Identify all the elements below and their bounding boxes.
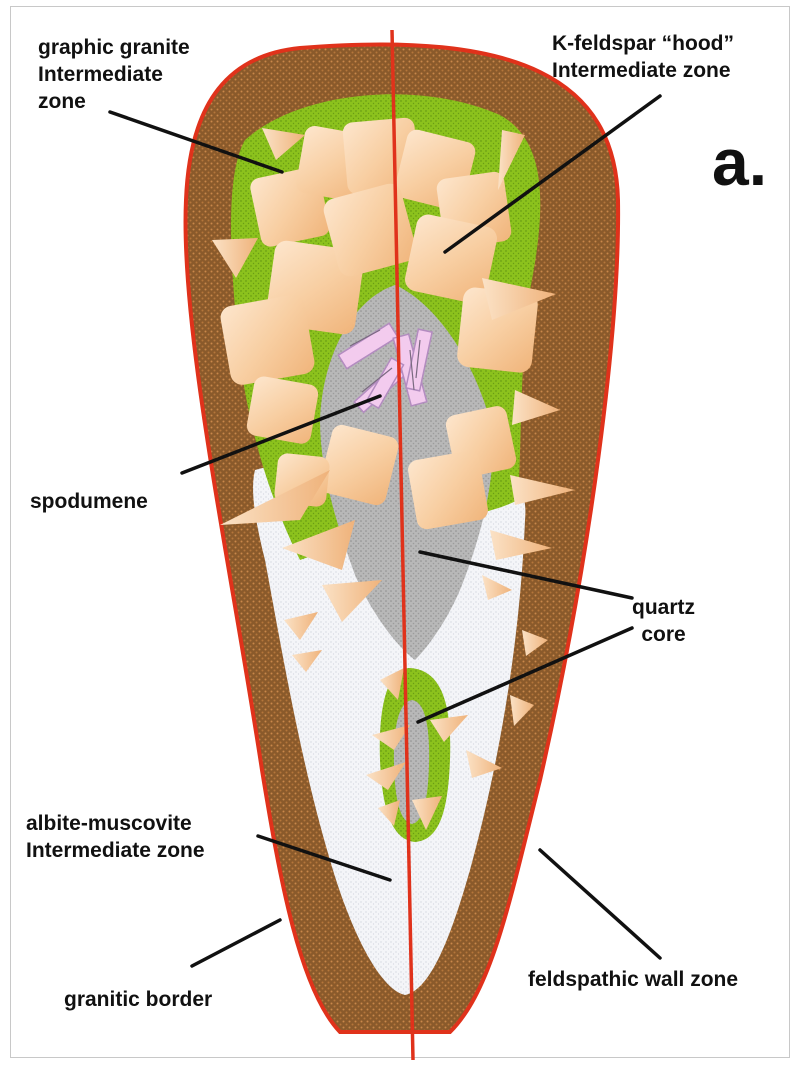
leader-feldspathic-wall xyxy=(540,850,660,958)
label-line: Intermediate zone xyxy=(552,57,734,84)
label-line: K-feldspar “hood” xyxy=(552,30,734,57)
label-graphic-granite: graphic granite Intermediate zone xyxy=(38,34,190,115)
label-line: core xyxy=(632,621,695,648)
label-albite-muscovite: albite-muscovite Intermediate zone xyxy=(26,810,205,864)
label-quartz-core: quartz core xyxy=(632,594,695,648)
label-line: albite-muscovite xyxy=(26,810,205,837)
label-line: graphic granite xyxy=(38,34,190,61)
label-line: zone xyxy=(38,88,190,115)
label-line: feldspathic wall zone xyxy=(528,966,738,993)
label-granitic-border: granitic border xyxy=(64,986,212,1013)
label-k-feldspar-hood: K-feldspar “hood” Intermediate zone xyxy=(552,30,734,84)
label-line: Intermediate xyxy=(38,61,190,88)
label-spodumene: spodumene xyxy=(30,488,148,515)
panel-letter: a. xyxy=(712,122,767,202)
label-line: spodumene xyxy=(30,488,148,515)
label-line: quartz xyxy=(632,594,695,621)
leader-granitic-border xyxy=(192,920,280,966)
label-feldspathic-wall-zone: feldspathic wall zone xyxy=(528,966,738,993)
label-line: granitic border xyxy=(64,986,212,1013)
label-line: Intermediate zone xyxy=(26,837,205,864)
